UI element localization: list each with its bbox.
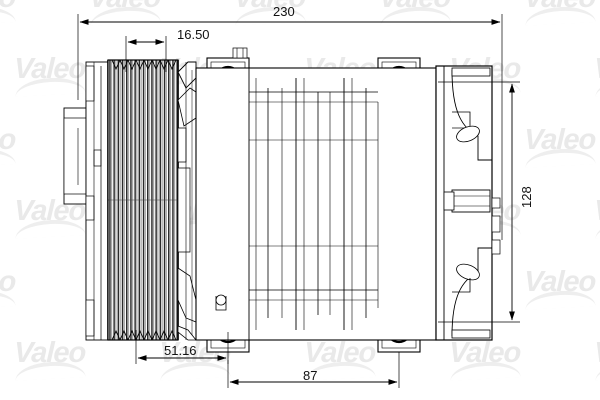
rear-cylinder-head <box>435 65 501 341</box>
dimension-label-pulley-width: 16.50 <box>177 27 210 42</box>
dimension-mounting-spacing <box>227 352 400 388</box>
dimension-label-overall-length: 230 <box>273 4 295 19</box>
dimension-overall-height <box>438 81 520 323</box>
clutch-coil-housing <box>177 61 197 341</box>
dimension-overall-length <box>77 14 503 240</box>
dimension-label-pulley-offset: 51.16 <box>164 343 197 358</box>
dimension-pulley-width <box>125 36 167 72</box>
dimension-pulley-offset <box>135 330 229 364</box>
compressor-body <box>195 67 437 341</box>
